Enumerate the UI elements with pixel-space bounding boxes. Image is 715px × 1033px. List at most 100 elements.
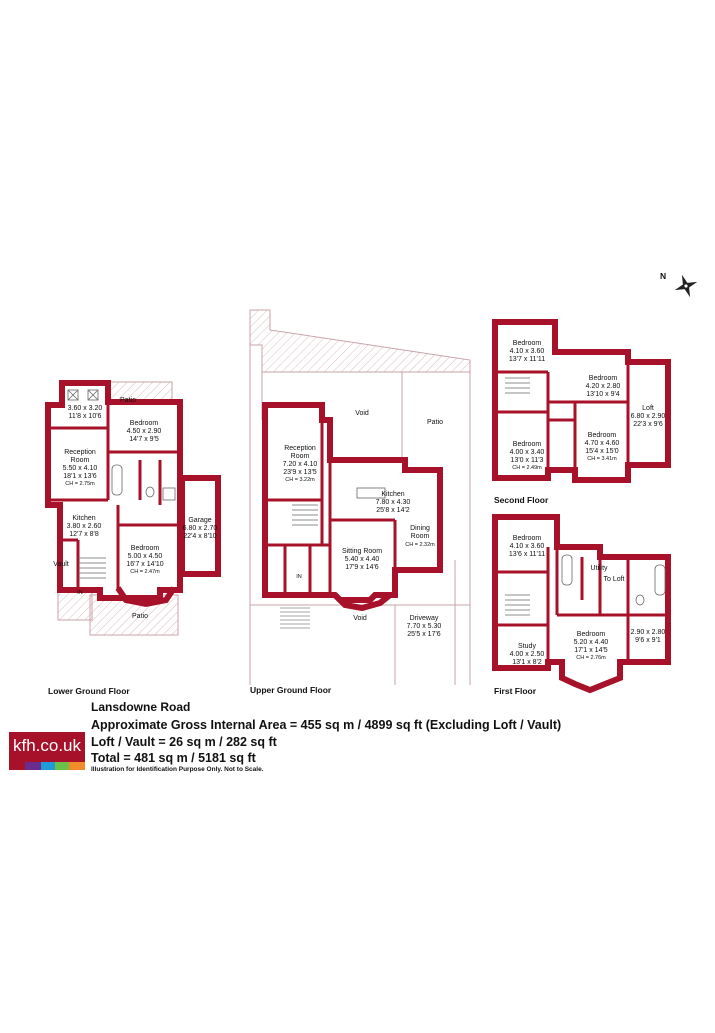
lg-internal-walls [48, 402, 180, 590]
property-address: Lansdowne Road [91, 700, 191, 714]
logo-stripe-3 [41, 762, 55, 770]
lg-building-outline [45, 380, 183, 601]
ff-bedroom-3-dims-m: 2.90 x 2.80 [631, 629, 666, 636]
lg-vault-name: Vault [53, 561, 68, 568]
ug-reception-dims-m: 7.20 x 4.10 [283, 461, 318, 468]
ff-bathroom-fixtures [561, 554, 666, 606]
floor-label-second: Second Floor [494, 495, 549, 505]
sf-bedroom-4-name: Bedroom [588, 432, 617, 439]
lg-store-dims-ft: 11'8 x 10'6 [69, 413, 102, 420]
ug-reception-ceiling-height: CH = 3.22m [285, 477, 315, 483]
ug-reception-name: Reception [284, 445, 316, 452]
compass: N [660, 271, 698, 298]
compass-rose-icon [674, 274, 698, 298]
ug-driveway-dims-m: 7.70 x 5.30 [407, 623, 442, 630]
ff-bedroom-2-ceiling-height: CH = 2.76m [576, 655, 606, 661]
ug-dining-ceiling-height: CH = 2.32m [405, 542, 435, 548]
sf-bedroom-3-ceiling-height: CH = 2.49m [512, 465, 542, 471]
ff-to-loft-name: To Loft [603, 576, 624, 583]
lg-bedroom-2-name: Bedroom [131, 545, 160, 552]
ug-entrance-marker: IN [296, 574, 302, 580]
ff-bedroom-1-name: Bedroom [513, 535, 542, 542]
ff-bedroom-3-dims-ft: 9'6 x 9'1 [635, 637, 661, 644]
lg-bedroom-2-dims-m: 5.00 x 4.50 [128, 553, 163, 560]
compass-label: N [660, 271, 666, 281]
ff-utility-name: Utility [590, 565, 608, 572]
ff-bedroom-1-dims-m: 4.10 x 3.60 [510, 543, 545, 550]
ff-study-dims-ft: 13'1 x 8'2 [512, 659, 542, 666]
floor-label-lower-ground: Lower Ground Floor [48, 686, 130, 696]
area-line-3: Total = 481 sq m / 5181 sq ft [91, 751, 256, 765]
ug-sitting-name: Sitting Room [342, 548, 382, 555]
lg-reception-name: Reception [64, 449, 96, 456]
lg-stairs [78, 557, 106, 579]
sf-bedroom-3-dims-m: 4.00 x 3.40 [510, 449, 545, 456]
lg-reception-ceiling-height: CH = 2.75m [65, 481, 95, 487]
sf-bedroom-2-dims-ft: 13'10 x 9'4 [586, 391, 620, 398]
lg-kitchen-dims-m: 3.80 x 2.60 [67, 523, 102, 530]
second-floor-plan [492, 319, 671, 483]
ug-reception-dims-ft: 23'9 x 13'5 [283, 469, 317, 476]
ff-study-dims-m: 4.00 x 2.50 [510, 651, 545, 658]
lg-garage-dims-m: 6.80 x 2.70 [183, 525, 218, 532]
floor-label-upper-ground: Upper Ground Floor [250, 685, 332, 695]
ug-front-steps [280, 607, 310, 629]
ff-stairs [505, 594, 530, 616]
ff-bedroom-2-dims-m: 5.20 x 4.40 [574, 639, 609, 646]
sf-loft-dims-m: 6.80 x 2.90 [631, 413, 666, 420]
ug-garden-top [249, 309, 471, 373]
logo-stripe-1 [9, 762, 25, 770]
ug-stairs [292, 504, 318, 526]
ug-patio-name: Patio [427, 419, 443, 426]
logo-stripe-4 [55, 762, 69, 770]
ff-bedroom-2-name: Bedroom [577, 631, 606, 638]
ff-study-name: Study [518, 643, 536, 650]
ug-dining-name: Room [411, 533, 430, 540]
ug-bay-window [332, 592, 392, 612]
logo-text: kfh.co.uk [12, 736, 82, 755]
ug-sitting-dims-m: 5.40 x 4.40 [345, 556, 380, 563]
ug-dining-name: Dining [410, 525, 430, 532]
logo-stripe-2 [25, 762, 41, 770]
sf-bedroom-1-dims-ft: 13'7 x 11'11 [509, 356, 545, 363]
lg-bedroom-2-ceiling-height: CH = 2.47m [130, 569, 160, 575]
lg-kitchen-dims-ft: 12'7 x 8'8 [69, 531, 99, 538]
ug-reception-name: Room [291, 453, 310, 460]
ug-kitchen-dims-m: 7.80 x 4.30 [376, 499, 411, 506]
ug-driveway-dims-ft: 25'5 x 17'6 [407, 631, 441, 638]
ug-kitchen-island [356, 487, 386, 499]
sf-loft-name: Loft [642, 405, 654, 412]
lower-ground-floor-plan [45, 380, 221, 636]
ff-internal-walls [495, 547, 668, 668]
ug-void-top-name: Void [355, 410, 369, 417]
lg-reception-dims-ft: 18'1 x 13'6 [63, 473, 97, 480]
disclaimer: Illustration for Identification Purpose … [91, 766, 264, 773]
lg-garage-dims-ft: 22'4 x 8'10 [183, 533, 217, 540]
sf-bedroom-4-dims-ft: 15'4 x 15'0 [585, 448, 619, 455]
ug-internal-walls [265, 420, 397, 595]
first-floor-plan [492, 514, 671, 694]
lg-bedroom-1-dims-m: 4.50 x 2.90 [127, 428, 162, 435]
sf-loft-dims-ft: 22'3 x 9'6 [633, 421, 663, 428]
ug-kitchen-dims-ft: 25'8 x 14'2 [376, 507, 410, 514]
lg-entrance-marker: IN [77, 590, 83, 596]
floor-label-first: First Floor [494, 686, 537, 696]
sf-bedroom-4-dims-m: 4.70 x 4.60 [585, 440, 620, 447]
lg-patio-bottom-name: Patio [132, 613, 148, 620]
ug-kitchen-name: Kitchen [381, 491, 404, 498]
sf-bedroom-1-name: Bedroom [513, 340, 542, 347]
area-line-2: Loft / Vault = 26 sq m / 282 sq ft [91, 735, 277, 749]
lg-patio-top-name: Patio [120, 397, 136, 404]
sf-bedroom-2-dims-m: 4.20 x 2.80 [586, 383, 621, 390]
sf-stairs [505, 377, 530, 394]
lg-kitchen-name: Kitchen [72, 515, 95, 522]
lg-skylights [67, 389, 99, 401]
ff-bedroom-1-dims-ft: 13'6 x 11'11 [509, 551, 545, 558]
lg-bedroom-1-dims-ft: 14'7 x 9'5 [129, 436, 159, 443]
lg-bathroom-fixtures [111, 464, 176, 501]
sf-bedroom-1-dims-m: 4.10 x 3.60 [510, 348, 545, 355]
lg-reception-name: Room [71, 457, 90, 464]
lg-reception-dims-m: 5.50 x 4.10 [63, 465, 98, 472]
